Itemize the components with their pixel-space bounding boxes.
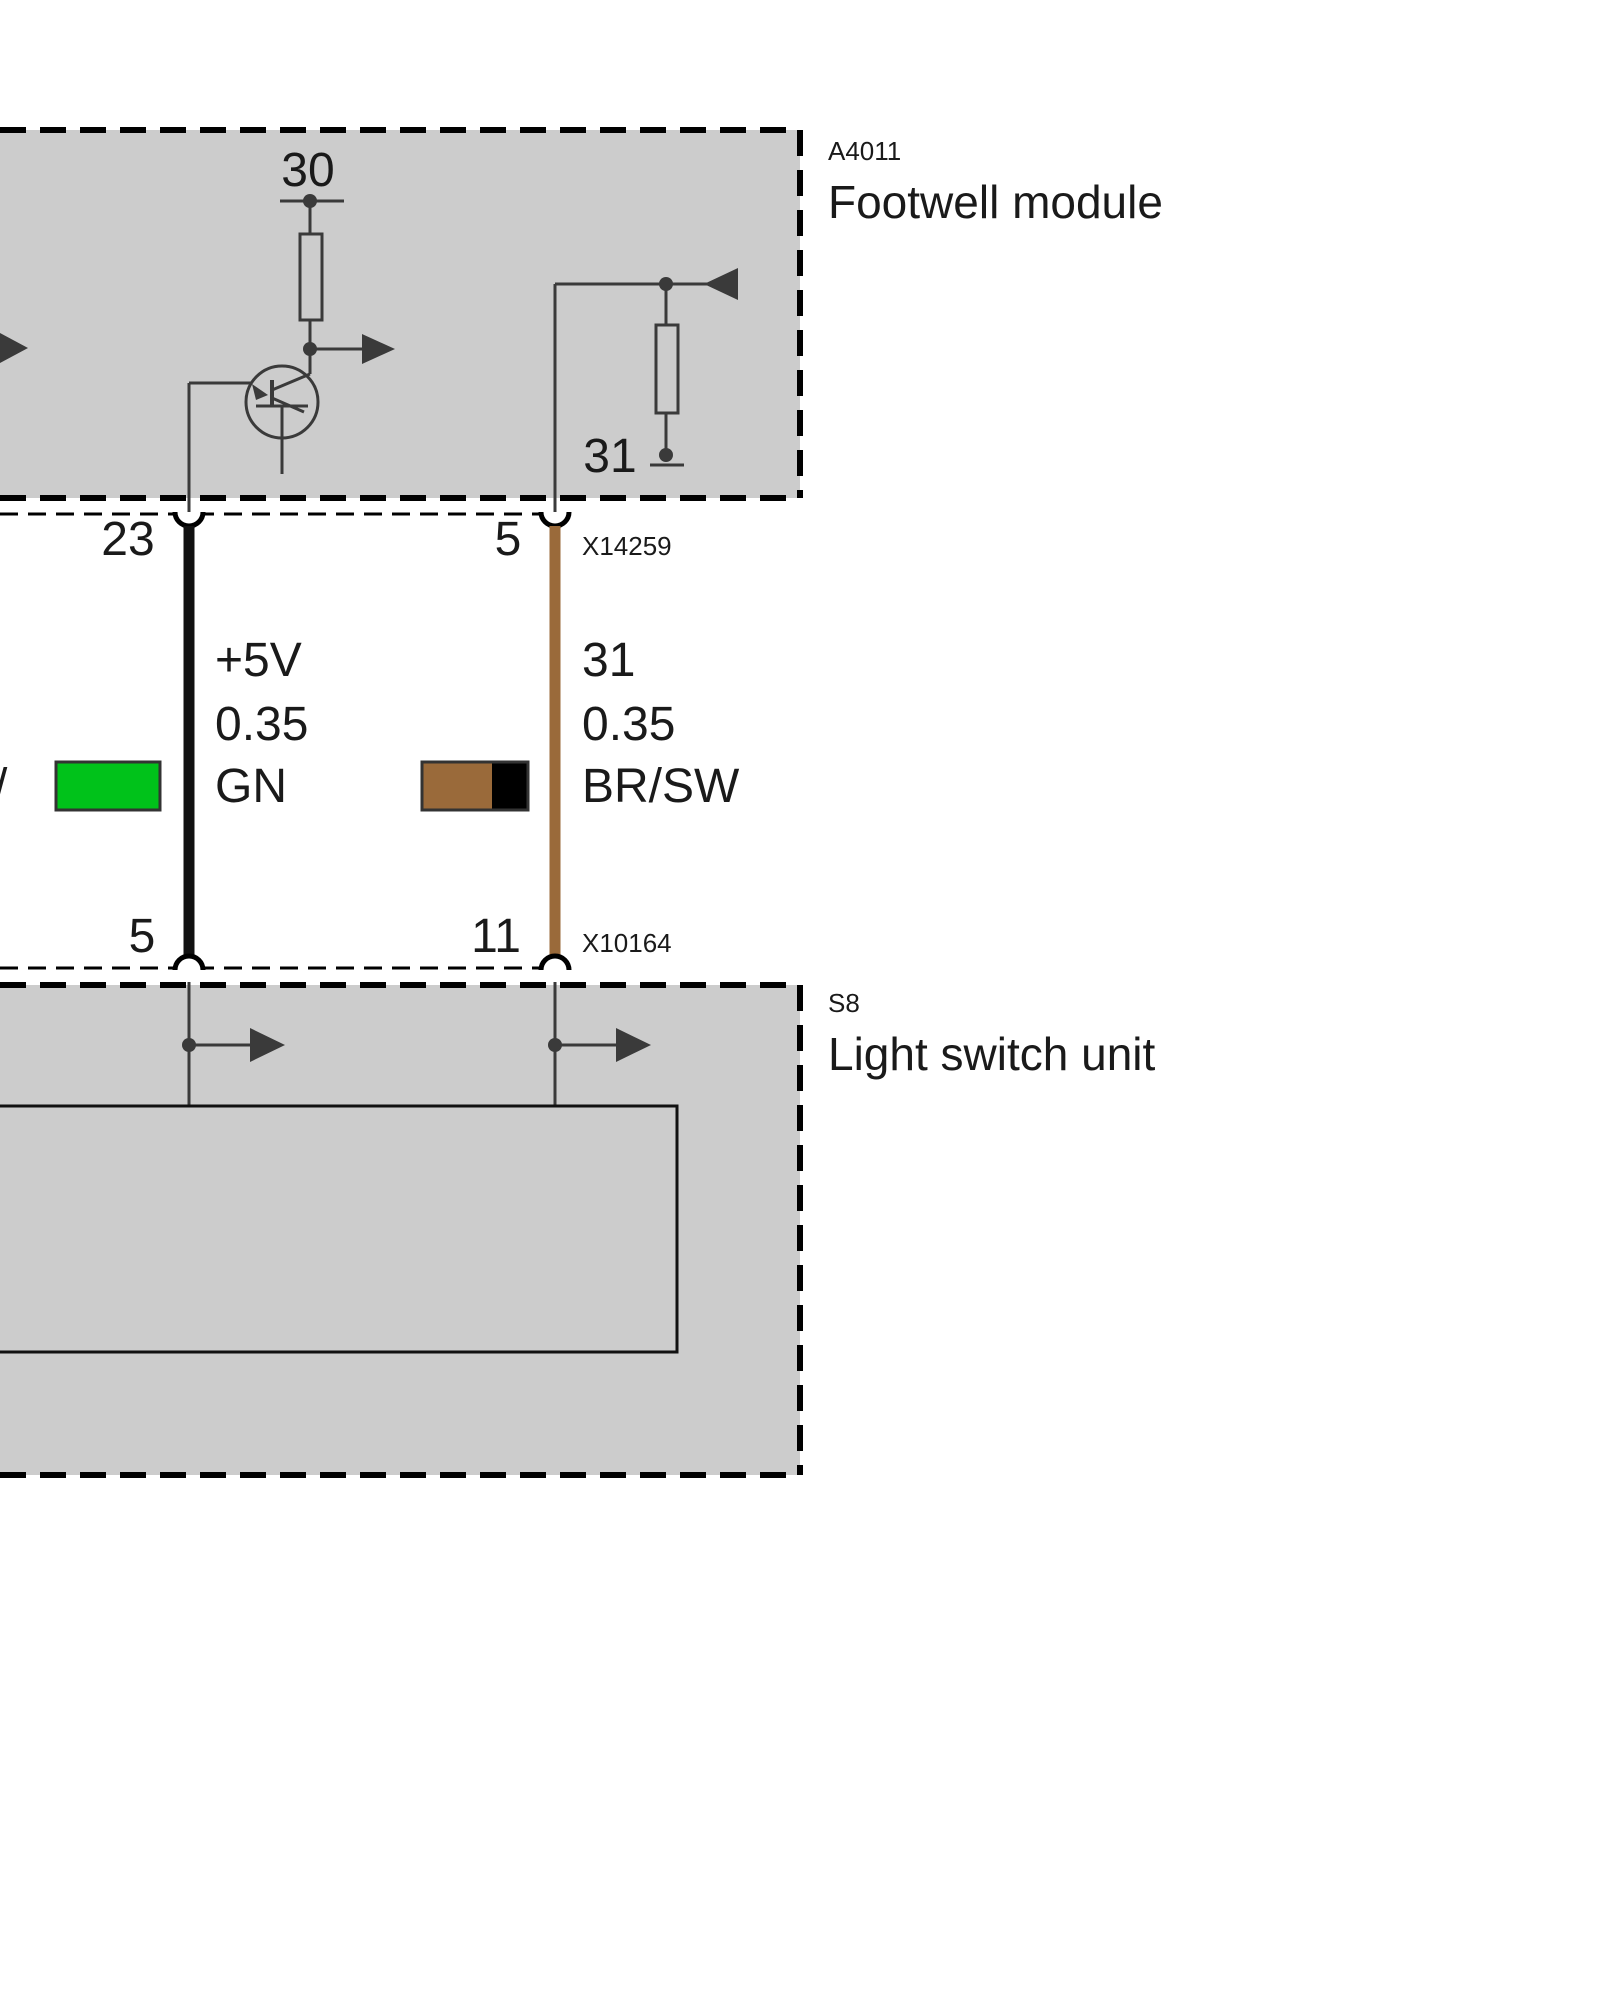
wire-color-swatch [420, 760, 530, 812]
signal-arrow-icon [616, 1028, 651, 1062]
connector-pin-23: 23 [101, 513, 154, 566]
footwell-module: 30 31 [0, 127, 803, 512]
switch-internal-block [0, 1104, 679, 1354]
connector-id: X10164 [582, 928, 672, 958]
light-switch-unit [0, 982, 803, 1478]
wire-color-code: GN [215, 760, 287, 813]
wire-cross-section: 0.35 [582, 698, 675, 751]
light-switch-unit-code: S8 [828, 988, 860, 1018]
wire-signal-label: +5V [215, 634, 302, 687]
signal-arrow-icon [362, 334, 395, 364]
connector-pin-5: 5 [495, 513, 522, 566]
light-switch-unit-name: Light switch unit [828, 1028, 1155, 1080]
input-arrow-icon [704, 268, 738, 300]
ground-terminal-label: 31 [583, 430, 636, 483]
connector-x14259: 23 5 X14259 [0, 511, 672, 566]
connector-pin-5: 5 [129, 910, 156, 963]
signal-arrow-icon [0, 333, 28, 363]
footwell-module-code: A4011 [828, 136, 901, 166]
connector-x10164: 5 11 X10164 [0, 910, 672, 971]
wire-color-swatch [54, 760, 162, 812]
wire-signal-label: 31 [582, 634, 635, 687]
wire-color-code: BR/SW [582, 760, 740, 813]
wire-cross-section: 0.35 [215, 698, 308, 751]
supply-terminal-label: 30 [281, 144, 334, 197]
left-cut-label: / [0, 760, 8, 813]
connector-id: X14259 [582, 531, 672, 561]
connector-pin-11: 11 [471, 910, 521, 963]
footwell-module-name: Footwell module [828, 176, 1163, 228]
transistor-icon [187, 349, 320, 512]
signal-arrow-icon [250, 1028, 285, 1062]
